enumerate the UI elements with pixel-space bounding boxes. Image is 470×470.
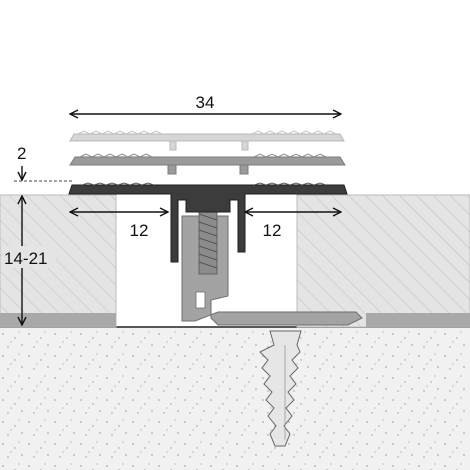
dimension-width-total: 34 [196, 93, 215, 112]
top-profile-dark [68, 184, 348, 263]
screed-base [0, 327, 470, 470]
height-label-bg [2, 246, 56, 268]
dowel-icon [259, 330, 302, 447]
top-profile-light [69, 133, 345, 151]
dimension-left-flange: 12 [130, 221, 149, 240]
dimension-right-flange: 12 [263, 221, 282, 240]
screw-icon [198, 207, 218, 275]
top-profile-light-ridges [77, 130, 337, 135]
dimension-height-range: 14-21 [4, 249, 47, 268]
base-profile-slot [195, 291, 206, 309]
top-profile-mid [69, 156, 346, 175]
top-profile-dark-ridges [81, 182, 327, 186]
floor-covering-right [296, 194, 470, 328]
base-profile [181, 215, 363, 326]
dimension-thickness: 2 [17, 144, 26, 163]
top-profile-mid-ridges [79, 153, 327, 158]
